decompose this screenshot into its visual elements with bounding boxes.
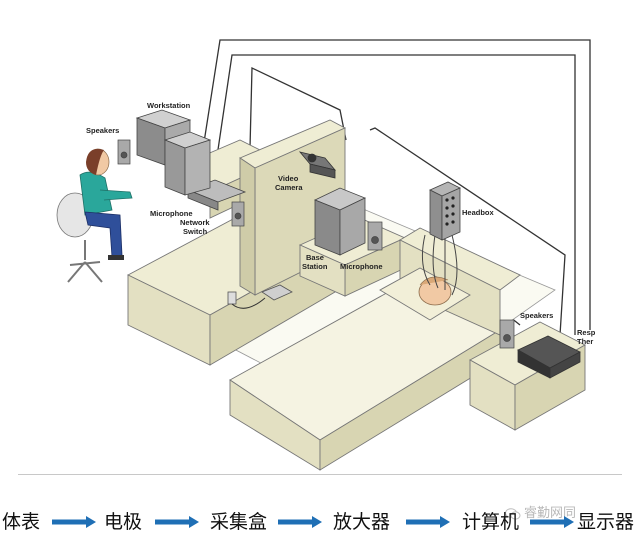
flow-arrow-icon — [278, 516, 322, 528]
label-workstation: Workstation — [147, 101, 191, 110]
microphone-left — [231, 201, 245, 227]
operator — [56, 148, 133, 283]
workstation — [135, 109, 212, 196]
scene-labels: Workstation Speakers Microphone Network … — [86, 101, 596, 346]
label-ther: Ther — [577, 337, 593, 346]
electrode-leads — [421, 234, 458, 296]
label-headbox: Headbox — [462, 208, 495, 217]
base-station — [314, 187, 366, 256]
wall-outlet — [227, 284, 293, 309]
label-station: Station — [302, 262, 328, 271]
label-speakers-right: Speakers — [520, 311, 553, 320]
flow-step-acquisition-box: 采集盒 — [210, 511, 268, 533]
label-video: Video — [278, 174, 299, 183]
label-speakers-left: Speakers — [86, 126, 119, 135]
flow-arrow-icon — [155, 516, 199, 528]
divider-line — [18, 474, 622, 475]
flow-step-computer: 计算机 — [462, 511, 520, 533]
headbox — [429, 181, 461, 241]
microphone-right — [367, 221, 383, 251]
respiration-device — [517, 335, 581, 379]
speakers-right — [499, 319, 515, 349]
label-network: Network — [180, 218, 210, 227]
label-microphone-right: Microphone — [340, 262, 383, 271]
bed — [229, 227, 521, 471]
wechat-icon — [505, 507, 521, 520]
watermark-text: 睿勤网同 — [524, 506, 577, 521]
label-camera: Camera — [275, 183, 303, 192]
flow-arrow-icon — [406, 516, 450, 528]
flow-step-amplifier: 放大器 — [333, 511, 391, 533]
flow-arrow-icon — [52, 516, 96, 528]
label-base: Base — [306, 253, 324, 262]
flow-step-body-surface: 体表 — [2, 511, 41, 533]
flow-step-electrode: 电极 — [104, 511, 143, 533]
video-camera — [298, 151, 337, 179]
sleep-lab-illustration: Workstation Speakers Microphone Network … — [56, 39, 596, 471]
flow-arrow-icon — [530, 516, 574, 528]
watermark: 睿勤网同 — [505, 502, 576, 521]
label-resp: Resp — [577, 328, 596, 337]
flow-step-monitor: 显示器 — [577, 511, 635, 533]
signal-flow: 体表 电极 采集盒 放大器 计算机 显示器 — [0, 505, 640, 539]
label-switch: Switch — [183, 227, 208, 236]
label-microphone-left: Microphone — [150, 209, 193, 218]
speakers-left — [117, 139, 131, 165]
